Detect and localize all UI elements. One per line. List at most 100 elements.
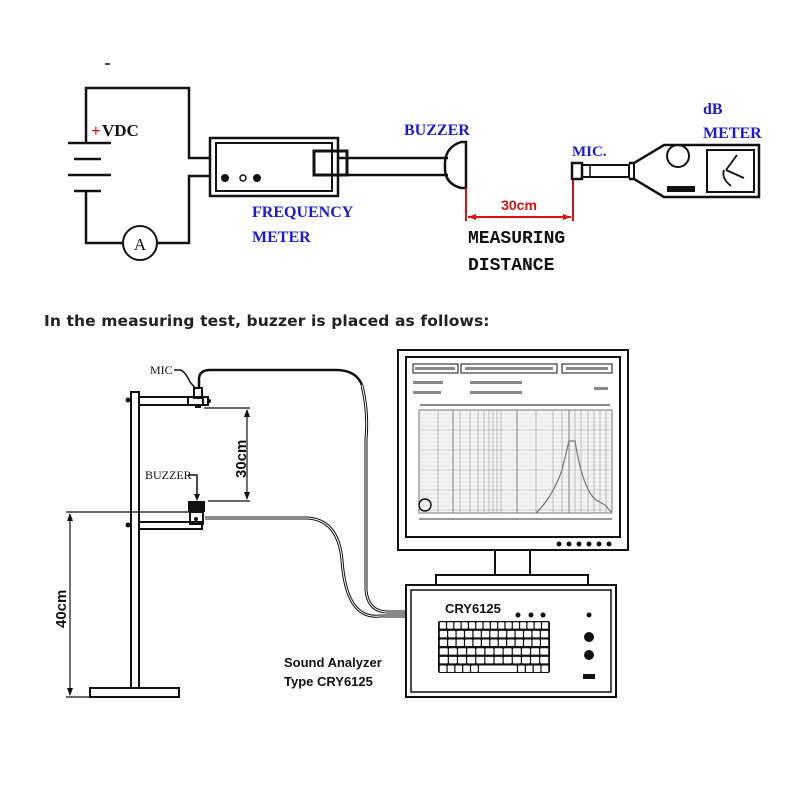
keyboard-key[interactable] [476, 656, 485, 664]
keyboard-key[interactable] [481, 630, 490, 638]
keyboard-key[interactable] [518, 665, 525, 672]
keyboard-key[interactable] [522, 656, 530, 664]
keyboard-key[interactable] [448, 639, 456, 646]
keyboard-key[interactable] [473, 630, 481, 638]
monitor-buttons [556, 541, 612, 547]
indicator-light [586, 612, 592, 618]
keyboard-key[interactable] [505, 622, 512, 629]
distance-dimension: 30cm [465, 178, 574, 221]
keyboard-key[interactable] [515, 639, 523, 646]
mic-stand-label: MIC [150, 363, 173, 377]
keyboard-icon[interactable] [438, 621, 550, 673]
monitor-button[interactable] [596, 541, 602, 547]
knob-icon [239, 174, 247, 182]
keyboard-key[interactable] [465, 639, 473, 646]
keyboard-key[interactable] [439, 656, 448, 664]
keyboard-key[interactable] [485, 648, 494, 655]
keyboard-key[interactable] [473, 639, 481, 646]
keyboard-key[interactable] [481, 639, 490, 646]
keyboard-key[interactable] [532, 630, 540, 638]
keyboard-key[interactable] [540, 639, 549, 646]
keyboard-key[interactable] [490, 622, 498, 629]
keyboard-key[interactable] [533, 665, 541, 672]
keyboard-key[interactable] [525, 665, 533, 672]
keyboard-key[interactable] [507, 639, 515, 646]
keyboard-key[interactable] [542, 622, 549, 629]
keyboard-key[interactable] [522, 648, 530, 655]
keyboard-key[interactable] [476, 622, 483, 629]
monitor-button[interactable] [556, 541, 562, 547]
keyboard-key[interactable] [483, 622, 490, 629]
keyboard-key[interactable] [541, 665, 549, 672]
keyboard-key[interactable] [494, 656, 503, 664]
keyboard-key[interactable] [512, 656, 521, 664]
keyboard-key[interactable] [455, 665, 463, 672]
analyzer-knob[interactable] [584, 632, 594, 642]
keyboard-key[interactable] [540, 630, 549, 638]
keyboard-key[interactable] [540, 648, 549, 655]
keyboard-key[interactable] [494, 648, 503, 655]
keyboard-key[interactable] [515, 630, 523, 638]
db-meter-label-line2: METER [703, 125, 762, 142]
screen-header-box [460, 363, 558, 374]
keyboard-key[interactable] [447, 622, 454, 629]
monitor-button[interactable] [606, 541, 612, 547]
ammeter-label: A [134, 235, 147, 254]
keyboard-key[interactable] [520, 622, 527, 629]
keyboard-key[interactable] [507, 630, 515, 638]
stand-base [89, 687, 180, 698]
keyboard-key[interactable] [531, 656, 540, 664]
keyboard-key[interactable] [478, 665, 517, 672]
keyboard-key[interactable] [490, 630, 498, 638]
keyboard-key[interactable] [456, 639, 464, 646]
keyboard-key[interactable] [467, 656, 476, 664]
keyboard-key[interactable] [461, 622, 468, 629]
keyboard-key[interactable] [524, 630, 532, 638]
keyboard-key[interactable] [512, 648, 521, 655]
keyboard-key[interactable] [498, 639, 507, 646]
keyboard-key[interactable] [439, 639, 448, 646]
keyboard-key[interactable] [485, 656, 494, 664]
keyboard-key[interactable] [503, 648, 512, 655]
keyboard-key[interactable] [512, 622, 519, 629]
keyboard-key[interactable] [447, 665, 455, 672]
screen-header-box [412, 363, 459, 374]
keyboard-key[interactable] [448, 656, 457, 664]
keyboard-key[interactable] [524, 639, 532, 646]
screen-logo-icon [418, 498, 432, 512]
keyboard-key[interactable] [527, 622, 534, 629]
keyboard-key[interactable] [448, 630, 456, 638]
keyboard-key[interactable] [532, 639, 540, 646]
keyboard-key[interactable] [540, 656, 549, 664]
keyboard-key[interactable] [458, 648, 466, 655]
keyboard-key[interactable] [498, 622, 505, 629]
buzzer-label: BUZZER [404, 122, 470, 139]
keyboard-key[interactable] [448, 648, 457, 655]
keyboard-key[interactable] [503, 656, 512, 664]
frequency-meter-outer [208, 136, 340, 198]
keyboard-key[interactable] [471, 665, 478, 672]
keyboard-key[interactable] [465, 630, 473, 638]
keyboard-key[interactable] [490, 639, 498, 646]
monitor-button[interactable] [576, 541, 582, 547]
keyboard-key[interactable] [469, 622, 476, 629]
keyboard-key[interactable] [467, 648, 476, 655]
keyboard-key[interactable] [476, 648, 485, 655]
keyboard-key[interactable] [454, 622, 461, 629]
keyboard-key[interactable] [439, 665, 447, 672]
keyboard-key[interactable] [463, 665, 470, 672]
analyzer-knob[interactable] [584, 650, 594, 660]
keyboard-key[interactable] [439, 648, 448, 655]
keyboard-key[interactable] [531, 648, 540, 655]
keyboard-key[interactable] [534, 622, 541, 629]
keyboard-key[interactable] [456, 630, 464, 638]
monitor-button[interactable] [566, 541, 572, 547]
knob-icon [221, 174, 229, 182]
keyboard-key[interactable] [439, 622, 446, 629]
keyboard-key[interactable] [498, 630, 507, 638]
keyboard-key[interactable] [439, 630, 448, 638]
distance-value: 30cm [501, 197, 537, 213]
monitor-button[interactable] [586, 541, 592, 547]
keyboard-key[interactable] [458, 656, 466, 664]
db-meter-label-line1: dB [703, 101, 723, 118]
